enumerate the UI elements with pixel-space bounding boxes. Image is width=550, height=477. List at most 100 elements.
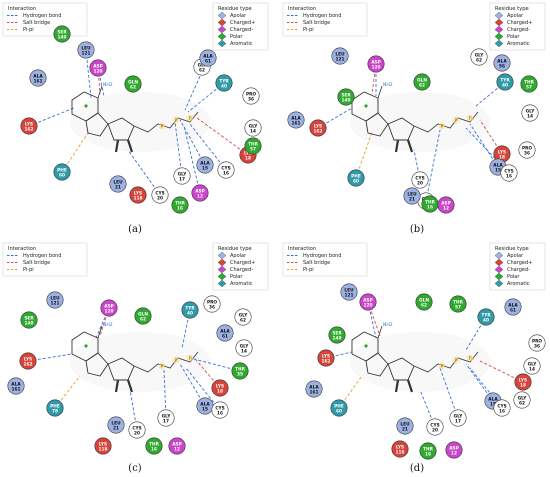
residue-number: 14	[529, 367, 535, 373]
residue-number: 121	[336, 57, 345, 63]
residue-name: GLY	[454, 413, 464, 419]
amine-bond	[377, 85, 383, 99]
wedge-bond	[126, 139, 134, 153]
residue-circle-charged_neg	[445, 441, 463, 459]
wedge-bond	[126, 379, 134, 393]
residue-circle-unknown	[151, 186, 169, 204]
residue-name: THR	[453, 299, 464, 305]
residue-legend-item: Aromatic	[507, 41, 530, 47]
residue-number: 12	[451, 451, 457, 457]
residue-name: THR	[175, 200, 186, 206]
sugar-ring	[107, 117, 135, 141]
interaction-legend-title: Interaction	[288, 6, 316, 12]
residue-circle-apolar	[403, 187, 421, 205]
residue-number: 121	[82, 51, 91, 57]
residue-legend-item: Aromatic	[507, 281, 530, 287]
residue-legend-item: Polar	[507, 34, 520, 40]
residue-number: 18	[217, 389, 223, 395]
residue-name: ALA	[493, 162, 503, 168]
hbond-interaction-line	[127, 149, 161, 196]
residue-circle-unknown	[521, 104, 539, 122]
residue-name: SER	[24, 315, 34, 321]
fused-ring	[365, 112, 389, 137]
residue-circle-apolar	[504, 298, 522, 316]
residue-number: 140	[25, 321, 34, 327]
hbond-interaction-line	[28, 107, 75, 127]
residue-number: 60	[59, 173, 65, 179]
interaction-legend-item: Pi-pi	[303, 27, 314, 33]
residue-circle-apolar	[46, 291, 64, 309]
residue-number: 140	[58, 35, 67, 41]
residue-number: 35	[237, 372, 243, 378]
hbond-interaction-line	[174, 121, 183, 177]
residue-name: TYR	[481, 312, 491, 318]
phosphorus-atom-label: P	[454, 358, 457, 364]
residue-number: 118	[99, 447, 108, 453]
residue-legend-title: Residue type	[495, 246, 529, 252]
phosphorus-atom-label: P	[454, 118, 457, 124]
residue-legend-item: Aromatic	[230, 281, 253, 287]
residue-circle-unknown	[235, 339, 253, 357]
phosphorus-atom-highlight	[438, 362, 446, 370]
residue-number: 120	[94, 69, 103, 75]
interaction-legend-item: Pi-pi	[23, 27, 34, 33]
residue-name: GLY	[240, 343, 250, 349]
interaction-legend-item: Hydrogen bond	[23, 253, 61, 259]
hbond-interaction-line	[163, 369, 167, 419]
sugar-ring	[387, 117, 415, 141]
residue-name: LEU	[111, 420, 121, 426]
residue-number: 62	[421, 303, 427, 309]
phosphorus-atom-highlight	[158, 122, 166, 130]
amine-bond	[97, 325, 103, 339]
phosphorus-atom-label: P	[160, 364, 163, 370]
residue-number: 17	[455, 419, 461, 425]
residue-legend-item: Charged+	[230, 20, 255, 26]
residue-circle-charged_pos	[514, 373, 532, 391]
residue-name: THR	[425, 199, 436, 205]
residue-legend: Residue typeApolarCharged+Charged-PolarA…	[212, 2, 269, 51]
residue-circle-apolar	[109, 175, 127, 193]
residue-name: ALA	[508, 302, 518, 308]
hbond-interaction-line	[179, 119, 206, 166]
residue-name: GLN	[128, 79, 138, 85]
residue-number: 161	[12, 387, 21, 393]
residue-circle-polar	[145, 437, 163, 455]
residue-circle-polar	[231, 362, 249, 380]
fused-ring	[85, 352, 109, 377]
residue-circle-apolar	[493, 54, 511, 72]
residue-circle-apolar	[396, 417, 414, 435]
residue-number: 12	[174, 447, 180, 453]
residue-name: LEU	[344, 287, 354, 293]
interaction-legend-box	[2, 242, 88, 277]
phosphorus-atom-highlight	[466, 354, 474, 362]
residue-name: LEU	[407, 191, 417, 197]
residue-number: 161	[34, 79, 43, 85]
interaction-legend-title: Interaction	[288, 246, 316, 252]
residue-number: 120	[105, 309, 114, 315]
residue-name: ASP	[195, 188, 205, 194]
residue-number: 62	[519, 401, 525, 407]
